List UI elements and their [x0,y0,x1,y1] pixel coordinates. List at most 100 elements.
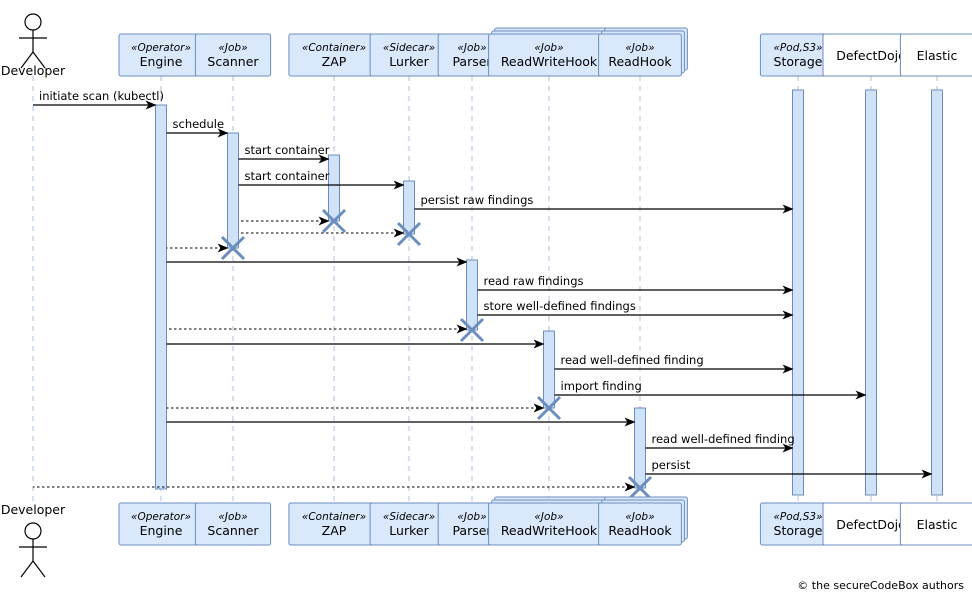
participant-stereotype: «Operator» [131,42,191,54]
participant-stereotype: «Job» [534,511,563,523]
participant-stereotype: «Job» [218,42,247,54]
participant-stereotype: «Container» [302,511,366,523]
participant-box [899,33,972,77]
participant-feet-layer: «Operator»Engine«Job»Scanner«Container»Z… [118,496,972,546]
actor-head-icon [24,522,42,540]
participant-readwritehook-foot[interactable]: «Job»ReadWriteHook [488,496,616,546]
message-label: start container [245,143,330,157]
messages-layer: initiate scan (kubectl) schedule start con… [33,89,933,492]
participant-stereotype: «Container» [302,42,366,54]
message-m11[interactable]: store well-defined findings [477,299,794,320]
actor-leg-left [20,51,34,69]
activation-bar-elastic [931,89,943,496]
participant-stereotype: «Job» [625,511,654,523]
participant-engine-head[interactable]: «Operator»Engine [118,33,204,77]
participant-label: ReadWriteHook [501,54,598,69]
participant-label: ReadWriteHook [501,523,598,538]
participant-storage-foot[interactable]: «Pod,S3»Storage [759,502,837,546]
destroy-marker-readwritehook [536,395,562,421]
participant-box [899,502,972,546]
message-label: persist raw findings [421,193,534,207]
participant-zap-foot[interactable]: «Container»ZAP [288,502,380,546]
participant-scanner-head[interactable]: «Job»Scanner [194,33,272,77]
copyright-notice: © the secureCodeBox authors [797,579,964,592]
message-m10[interactable]: read raw findings [477,274,794,295]
message-m14[interactable]: read well-defined finding [554,353,794,374]
actor-developer-bottom[interactable]: Developer [1,502,66,578]
participant-label: DefectDojo [836,517,906,532]
participant-label: ReadHook [608,54,672,69]
participant-label: Parser [452,523,492,538]
participant-defectdojo-head[interactable]: DefectDojo [822,33,920,77]
message-m19[interactable]: persist [645,458,933,479]
message-label: schedule [173,117,225,131]
actor-leg-right [32,51,46,69]
participant-stereotype: «Job» [218,511,247,523]
participant-box [194,502,272,546]
actor-label: Developer [1,502,66,517]
message-m2[interactable]: schedule [166,117,229,138]
destroy-markers-layer [220,208,653,501]
participant-zap-head[interactable]: «Container»ZAP [288,33,380,77]
participant-label: Lurker [389,54,429,69]
participant-readwritehook-head[interactable]: «Job»ReadWriteHook [488,27,616,77]
participant-storage-head[interactable]: «Pod,S3»Storage [759,33,837,77]
actor-label: Developer [1,63,66,78]
activation-bar-scanner [227,132,239,249]
activation-bar-readhook [634,407,646,489]
participant-label: ReadHook [608,523,672,538]
message-label: read well-defined finding [652,432,795,446]
participant-label: Parser [452,54,492,69]
message-label: initiate scan (kubectl) [39,89,164,103]
participant-stereotype: «Job» [534,42,563,54]
message-m5[interactable]: persist raw findings [414,193,794,214]
participant-label: Engine [140,54,183,69]
participant-label: ZAP [322,523,347,538]
participant-lurker-foot[interactable]: «Sidecar»Lurker [369,502,449,546]
participant-box [598,33,682,77]
actor-leg-right [32,560,46,578]
participant-readhook-foot[interactable]: «Job»ReadHook [598,496,688,546]
activation-bar-readwritehook [543,330,555,409]
activation-bar-defectdojo [865,89,877,496]
destroy-marker-zap [321,208,347,234]
activation-bar-lurker [403,180,415,235]
participant-readhook-head[interactable]: «Job»ReadHook [598,27,688,77]
message-m3[interactable]: start container [238,143,330,164]
participant-label: DefectDojo [836,48,906,63]
actor-leg-left [20,560,34,578]
participant-stereotype: «Sidecar» [383,511,435,523]
participant-elastic-head[interactable]: Elastic [899,33,972,77]
message-label: persist [652,458,691,472]
participant-label: Engine [140,523,183,538]
participant-elastic-foot[interactable]: Elastic [899,502,972,546]
destroy-marker-scanner [220,235,246,261]
participant-label: Scanner [207,54,259,69]
participant-scanner-foot[interactable]: «Job»Scanner [194,502,272,546]
participant-label: Storage [774,523,823,538]
destroy-marker-parser [459,317,485,343]
message-label: read well-defined finding [561,353,704,367]
participant-stereotype: «Job» [457,42,486,54]
participant-label: Scanner [207,523,259,538]
activation-bar-engine [155,104,167,490]
message-label: start container [245,169,330,183]
participant-defectdojo-foot[interactable]: DefectDojo [822,502,920,546]
message-m1[interactable]: initiate scan (kubectl) [33,89,164,110]
participant-stereotype: «Pod,S3» [773,42,822,54]
participant-label: Lurker [389,523,429,538]
actor-developer-top[interactable]: Developer [1,13,66,78]
participant-heads-layer: «Operator»Engine«Job»Scanner«Container»Z… [118,27,972,77]
message-m15[interactable]: import finding [554,379,867,400]
activations-layer [155,89,943,496]
participant-lurker-head[interactable]: «Sidecar»Lurker [369,33,449,77]
activation-bar-zap [328,154,340,222]
participant-stereotype: «Pod,S3» [773,511,822,523]
participant-engine-foot[interactable]: «Operator»Engine [118,502,204,546]
destroy-marker-lurker [396,221,422,247]
activation-bar-parser [466,259,478,331]
message-m18[interactable]: read well-defined finding [645,432,795,453]
message-m4[interactable]: start container [238,169,405,190]
participant-box [598,502,682,546]
